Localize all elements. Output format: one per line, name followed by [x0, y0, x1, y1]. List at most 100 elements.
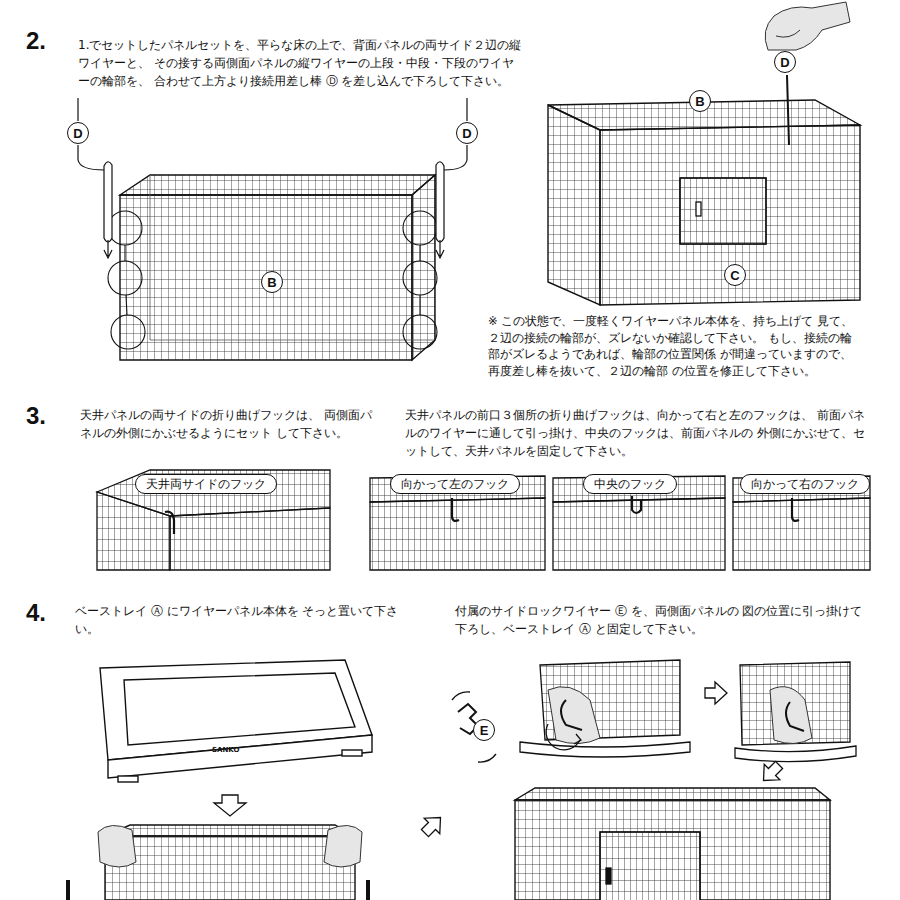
- callout-letter: D: [774, 51, 796, 73]
- hook-photo: [97, 470, 870, 570]
- connecting-rod: [436, 162, 444, 242]
- callout-letter: C: [724, 264, 746, 286]
- bracket-bar: [66, 880, 70, 900]
- hook-photo: [733, 498, 870, 570]
- hollow-arrow: [705, 682, 727, 704]
- hand: [770, 687, 812, 744]
- wire-panel: [740, 662, 850, 745]
- wire-panel: [540, 660, 850, 745]
- rotate-arrow: [574, 734, 581, 744]
- connecting-rod: [787, 75, 789, 145]
- hollow-arrow: [214, 795, 246, 816]
- tray-rim: [520, 742, 856, 762]
- wire-cage: [120, 175, 435, 360]
- connecting-rod: [444, 145, 467, 170]
- callout-letter: D: [67, 122, 89, 144]
- detail-circle: [403, 261, 437, 295]
- hook-photo: [370, 498, 545, 570]
- hook-photo: [632, 496, 641, 513]
- hook-label: 向かって右のフック: [740, 474, 870, 494]
- cage-door: [606, 868, 611, 884]
- callout-letter-text: B: [695, 95, 704, 108]
- connecting-rod: [436, 240, 444, 258]
- hand: [776, 30, 800, 37]
- callout-letter: B: [261, 271, 283, 293]
- hook-photo: [170, 508, 330, 570]
- tray-rim: [520, 742, 690, 757]
- step-number: 4.: [26, 600, 46, 626]
- hollow-arrow: [417, 810, 448, 841]
- callout-letter-text: D: [462, 127, 471, 140]
- detail-circle: [403, 211, 437, 245]
- bracket-bar: [366, 880, 370, 900]
- base-tray: [124, 673, 355, 745]
- hand: [324, 825, 362, 867]
- cage-door: [600, 832, 700, 900]
- detail-circle: [403, 315, 437, 349]
- connecting-rod: [787, 75, 789, 145]
- cage-back-edge: [150, 340, 435, 341]
- hook-label: 中央のフック: [583, 474, 677, 494]
- wire-cage: [120, 175, 435, 195]
- hook-photo: [97, 492, 170, 570]
- base-tray: [108, 735, 372, 778]
- connecting-rod: [104, 240, 112, 258]
- cage-door: [696, 202, 701, 216]
- wire-cage: [412, 175, 435, 360]
- detail-circle: [419, 245, 420, 261]
- instruction-text: 1.でセットしたパネルセットを、平らな床の上で、背面パネルの両サイド２辺の縦ワイ…: [78, 36, 523, 90]
- hook-label-text: 向かって右のフック: [751, 477, 859, 491]
- callout-letter-text: E: [480, 724, 489, 737]
- wire-cage: [600, 125, 860, 305]
- callout-letter-text: B: [267, 276, 276, 289]
- callout-letter: E: [473, 719, 495, 741]
- cage-back-edge: [150, 175, 151, 340]
- connecting-rod: [77, 98, 78, 121]
- cage-back-edge: [150, 175, 435, 340]
- instruction-text: 天井パネルの両サイドの折り曲げフックは、 両側面パネルの外側にかぶせるようにセッ…: [80, 406, 380, 442]
- hollow-arrow: [756, 757, 787, 788]
- detail-circle: [108, 211, 142, 245]
- connecting-rod: [104, 162, 112, 242]
- base-tray: [118, 776, 138, 782]
- instruction-text: 付属のサイドロックワイヤー Ⓔ を、両側面パネルの 図の位置に引っ掛けて下ろし、…: [455, 602, 865, 638]
- detail-circle: [108, 211, 437, 349]
- hook-label-text: 向かって左のフック: [401, 477, 509, 491]
- wire-cage: [548, 100, 860, 305]
- rotate-arrow: [478, 754, 496, 762]
- callout-letter: D: [456, 122, 478, 144]
- detail-circle: [111, 315, 145, 349]
- base-tray: [100, 660, 372, 782]
- instruction-text: ベーストレイ Ⓐ にワイヤーパネル本体を そっと置いて下さい。: [75, 602, 405, 638]
- wire-cage: [105, 825, 355, 836]
- hook-label: 天井両サイドのフック: [135, 474, 277, 494]
- bracket-bar: [66, 880, 370, 900]
- rotate-arrow: [546, 724, 580, 750]
- rotate-arrow: [452, 692, 581, 762]
- hand: [548, 687, 600, 744]
- hand: [98, 825, 362, 867]
- hook-label-text: 天井両サイドのフック: [146, 477, 266, 491]
- base-tray: [342, 750, 362, 756]
- side-lock-wire: [786, 702, 804, 731]
- brand-mark: SANKO: [212, 745, 239, 756]
- wire-cage: [515, 788, 830, 800]
- hand: [765, 2, 850, 50]
- detail-circle: [124, 245, 125, 261]
- tray-rim: [735, 746, 856, 762]
- hand: [765, 2, 850, 50]
- connecting-rod: [78, 145, 104, 170]
- cage-door: [680, 178, 766, 244]
- hook-label: 向かって左のフック: [390, 474, 520, 494]
- hook-label-text: 中央のフック: [594, 477, 666, 491]
- hand: [548, 687, 812, 744]
- hook-photo: [452, 498, 459, 521]
- cage-door: [680, 178, 766, 244]
- hook-photo: [792, 498, 799, 521]
- connecting-rod: [78, 98, 467, 258]
- side-lock-wire: [561, 700, 582, 730]
- hook-photo: [165, 512, 174, 534]
- hook-photo: [553, 498, 725, 570]
- detail-circle: [108, 261, 142, 295]
